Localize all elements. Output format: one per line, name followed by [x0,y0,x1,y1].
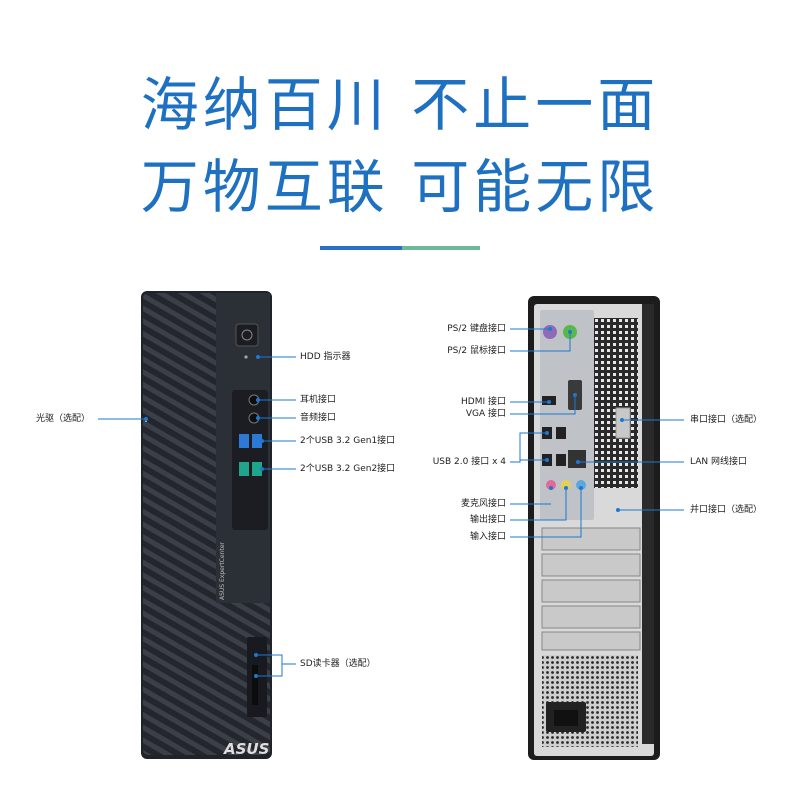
headline-line-2: 万物互联 可能无限 [140,153,660,221]
rear-pointers [510,328,684,538]
label-usb-gen1: 2个USB 3.2 Gen1接口 [300,436,396,446]
rear-pc-case [528,296,660,760]
label-lan: LAN 网线接口 [690,457,747,467]
label-line-in: 输入接口 [469,532,506,542]
front-pointers [98,356,296,677]
label-ps2-mouse: PS/2 鼠标接口 [447,346,506,356]
front-pointer-dots [144,355,264,678]
divider-blue [320,246,402,250]
front-side-text: ASUS ExpertCenter [219,542,226,600]
label-usb20: USB 2.0 接口 x 4 [432,457,506,467]
label-optical-drive: 光驱（选配） [36,414,91,424]
rear-pointer-dots [545,327,624,512]
label-hdd-indicator: HDD 指示器 [300,352,351,362]
label-serial: 串口接口（选配） [690,415,763,425]
label-line-out: 输出接口 [469,515,506,525]
headline-line-1: 海纳百川 不止一面 [140,71,660,139]
front-brand-logo: ASUS [223,740,269,758]
label-usb-gen2: 2个USB 3.2 Gen2接口 [300,464,396,474]
label-headphone-port: 耳机接口 [300,395,337,405]
label-audio-port: 音频接口 [300,413,337,423]
front-pc-case: ASUS ExpertCenter ASUS [141,291,272,759]
label-sd-reader: SD读卡器（选配） [300,659,376,669]
divider-green [402,246,480,250]
label-ps2-keyboard: PS/2 键盘接口 [447,324,506,334]
label-vga: VGA 接口 [465,409,506,419]
label-mic: 麦克风接口 [460,499,506,509]
label-hdmi: HDMI 接口 [461,397,506,407]
label-parallel: 并口接口（选配） [690,505,763,515]
